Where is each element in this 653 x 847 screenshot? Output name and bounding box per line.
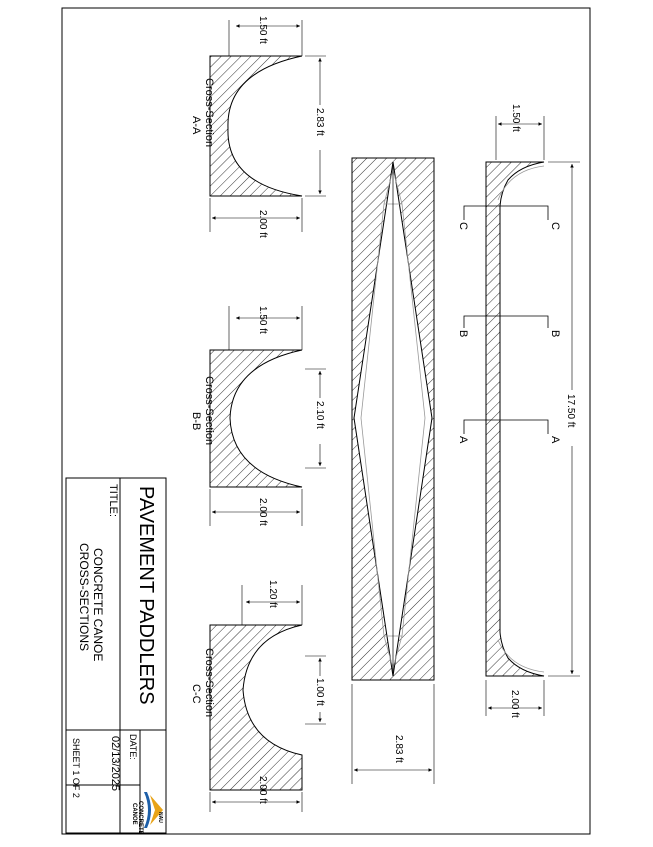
cut-line-a <box>463 419 549 434</box>
sheet-border <box>61 7 591 835</box>
title-block: PAVEMENT PADDLERS TITLE: CONCRETE CANOE … <box>65 477 167 835</box>
dim-b-width: 2.00 ft <box>257 498 268 526</box>
nau-concrete-canoe-logo: NAU CONCRETE CANOE <box>131 792 163 835</box>
dim-b-top: 1.50 ft <box>257 306 268 334</box>
plan-view: 2.83 ft <box>351 157 435 784</box>
title-label: TITLE: <box>107 484 119 517</box>
dim-plan-width: 2.83 ft <box>393 735 404 763</box>
dim-profile-bottom: 2.00 ft <box>509 690 520 718</box>
cut-label-b-left: B <box>457 330 469 337</box>
dim-b-depth: 2.10 ft <box>314 401 325 429</box>
caption-b-label: B-B <box>190 412 202 430</box>
profile-view: 1.50 ft 17.50 ft 2.00 ft C C B B A A <box>457 104 580 718</box>
cut-line-c <box>463 205 549 220</box>
cut-line-b <box>463 315 549 328</box>
caption-a-title: Cross-Section <box>203 78 215 147</box>
svg-text:NAU: NAU <box>157 812 163 823</box>
sheet-number: SHEET 1 OF 2 <box>71 738 81 798</box>
dim-profile-top: 1.50 ft <box>510 104 521 132</box>
dim-profile-length: 17.50 ft <box>565 394 576 428</box>
dim-a-width: 2.00 ft <box>257 210 268 238</box>
cross-section-b: 1.50 ft 2.10 ft 2.00 ft Cross-Section B-… <box>190 306 326 526</box>
dim-c-width: 2.00 ft <box>257 776 268 804</box>
cut-label-c-left: C <box>457 222 469 230</box>
cross-section-c: 1.20 ft 1.00 ft 2.00 ft Cross-Section C-… <box>190 580 326 812</box>
caption-c-title: Cross-Section <box>203 648 215 717</box>
svg-text:CONCRETE: CONCRETE <box>137 801 143 835</box>
caption-b-title: Cross-Section <box>203 376 215 445</box>
date-value: 02/13/2025 <box>109 736 121 791</box>
cut-label-a-left: A <box>457 436 469 444</box>
caption-c-label: C-C <box>190 684 202 704</box>
dim-c-depth: 1.00 ft <box>314 678 325 706</box>
caption-a-label: A-A <box>190 116 202 135</box>
team-name: PAVEMENT PADDLERS <box>135 486 157 705</box>
cut-label-a-right: A <box>549 436 561 444</box>
svg-text:CANOE: CANOE <box>131 803 137 825</box>
date-label: DATE: <box>128 734 138 760</box>
cut-label-c-right: C <box>549 222 561 230</box>
cut-label-b-right: B <box>549 330 561 337</box>
dim-c-top: 1.20 ft <box>267 580 278 608</box>
dim-a-top: 1.50 ft <box>257 16 268 44</box>
dim-a-depth: 2.83 ft <box>314 108 325 136</box>
cross-section-a: 1.50 ft 2.83 ft 2.00 ft Cross-Section A-… <box>190 16 326 238</box>
title-line-1: CONCRETE CANOE <box>91 548 105 661</box>
title-line-2: CROSS-SECTIONS <box>77 543 91 651</box>
